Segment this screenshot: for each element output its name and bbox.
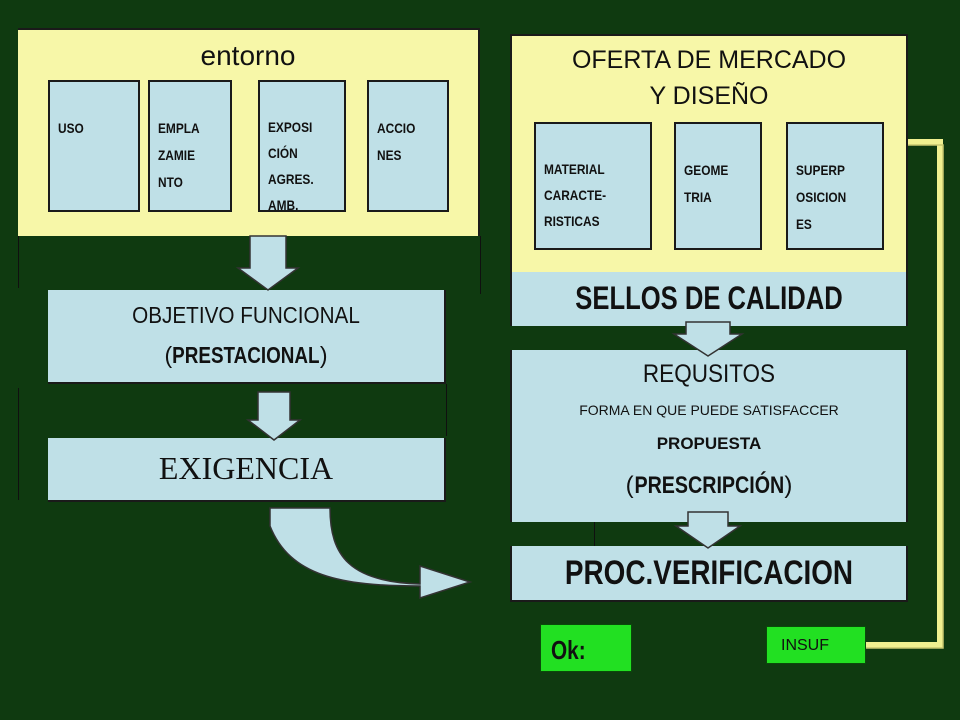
prescripcion-strong: PRESCRIPCIÓN (634, 472, 784, 499)
requisitos-title: REQUSITOS (642, 360, 776, 388)
left-frame-line-4 (446, 384, 447, 436)
entorno-box-uso-label: USO (58, 120, 84, 136)
oferta-box-superposiciones-label: SUPERP OSICION ES (796, 162, 847, 232)
ok-result-box: Ok: (540, 624, 632, 672)
insuf-result-label: INSUF (781, 637, 829, 654)
ok-result-label: Ok: (551, 635, 586, 665)
arrow-down-entorno (235, 235, 301, 291)
entorno-box-acciones: ACCIO NES (367, 80, 449, 212)
oferta-box-geometria-label: GEOME TRIA (684, 162, 729, 205)
feedback-loop-line (866, 139, 943, 648)
oferta-box-material-label: MATERIAL CARACTE- RISTICAS (544, 161, 607, 229)
oferta-box-geometria: GEOME TRIA (674, 122, 762, 250)
left-frame-line-3 (480, 236, 481, 294)
entorno-box-uso: USO (48, 80, 140, 212)
insuf-result-box: INSUF (766, 626, 866, 664)
oferta-box-material: MATERIAL CARACTE- RISTICAS (534, 122, 652, 250)
objetivo-paren-close: ) (319, 342, 328, 368)
objetivo-funcional-box: OBJETIVO FUNCIONAL (PRESTACIONAL) (48, 290, 446, 384)
arrow-down-requisitos (673, 511, 743, 549)
objetivo-line2: (PRESTACIONAL) (48, 342, 444, 369)
entorno-box-exposicion: EXPOSI CIÓN AGRES. AMB. (258, 80, 346, 213)
left-frame-line-2 (18, 388, 19, 500)
requisitos-prescripcion-line: (PRESCRIPCIÓN) (512, 472, 906, 500)
entorno-title: entorno (200, 40, 296, 71)
objetivo-line1: OBJETIVO FUNCIONAL (132, 302, 360, 328)
entorno-box-emplazamiento: EMPLA ZAMIE NTO (148, 80, 232, 212)
objetivo-strong: PRESTACIONAL (172, 342, 320, 368)
exigencia-box: EXIGENCIA (48, 438, 446, 502)
requisitos-propuesta: PROPUESTA (656, 434, 762, 453)
arrow-down-objetivo (245, 391, 303, 441)
prescripcion-paren-open: ( (625, 472, 634, 499)
entorno-box-acciones-label: ACCIO NES (377, 120, 416, 163)
sellos-calidad-box: SELLOS DE CALIDAD (510, 272, 908, 326)
entorno-box-exposicion-label: EXPOSI CIÓN AGRES. AMB. (268, 119, 314, 213)
arrow-curved-exigencia (269, 507, 473, 600)
requisitos-box: REQUSITOS FORMA EN QUE PUEDE SATISFACCER… (510, 350, 908, 522)
sellos-calidad-label: SELLOS DE CALIDAD (575, 280, 843, 316)
right-frame-line (594, 520, 595, 546)
proc-verificacion-label: PROC.VERIFICACION (564, 554, 854, 592)
oferta-box-superposiciones: SUPERP OSICION ES (786, 122, 884, 250)
oferta-title-line1: OFERTA DE MERCADO (571, 46, 847, 74)
objetivo-paren-open: ( (164, 342, 173, 368)
requisitos-subtitle: FORMA EN QUE PUEDE SATISFACCER (579, 402, 839, 418)
exigencia-label: EXIGENCIA (158, 450, 334, 486)
arrow-down-sellos (671, 321, 745, 357)
feedback-loop-line-shadow (866, 144, 944, 649)
proc-verificacion-box: PROC.VERIFICACION (510, 546, 908, 602)
oferta-title-line2: Y DISEÑO (649, 82, 769, 110)
prescripcion-paren-close: ) (784, 472, 793, 499)
entorno-box-emplazamiento-label: EMPLA ZAMIE NTO (158, 120, 200, 190)
